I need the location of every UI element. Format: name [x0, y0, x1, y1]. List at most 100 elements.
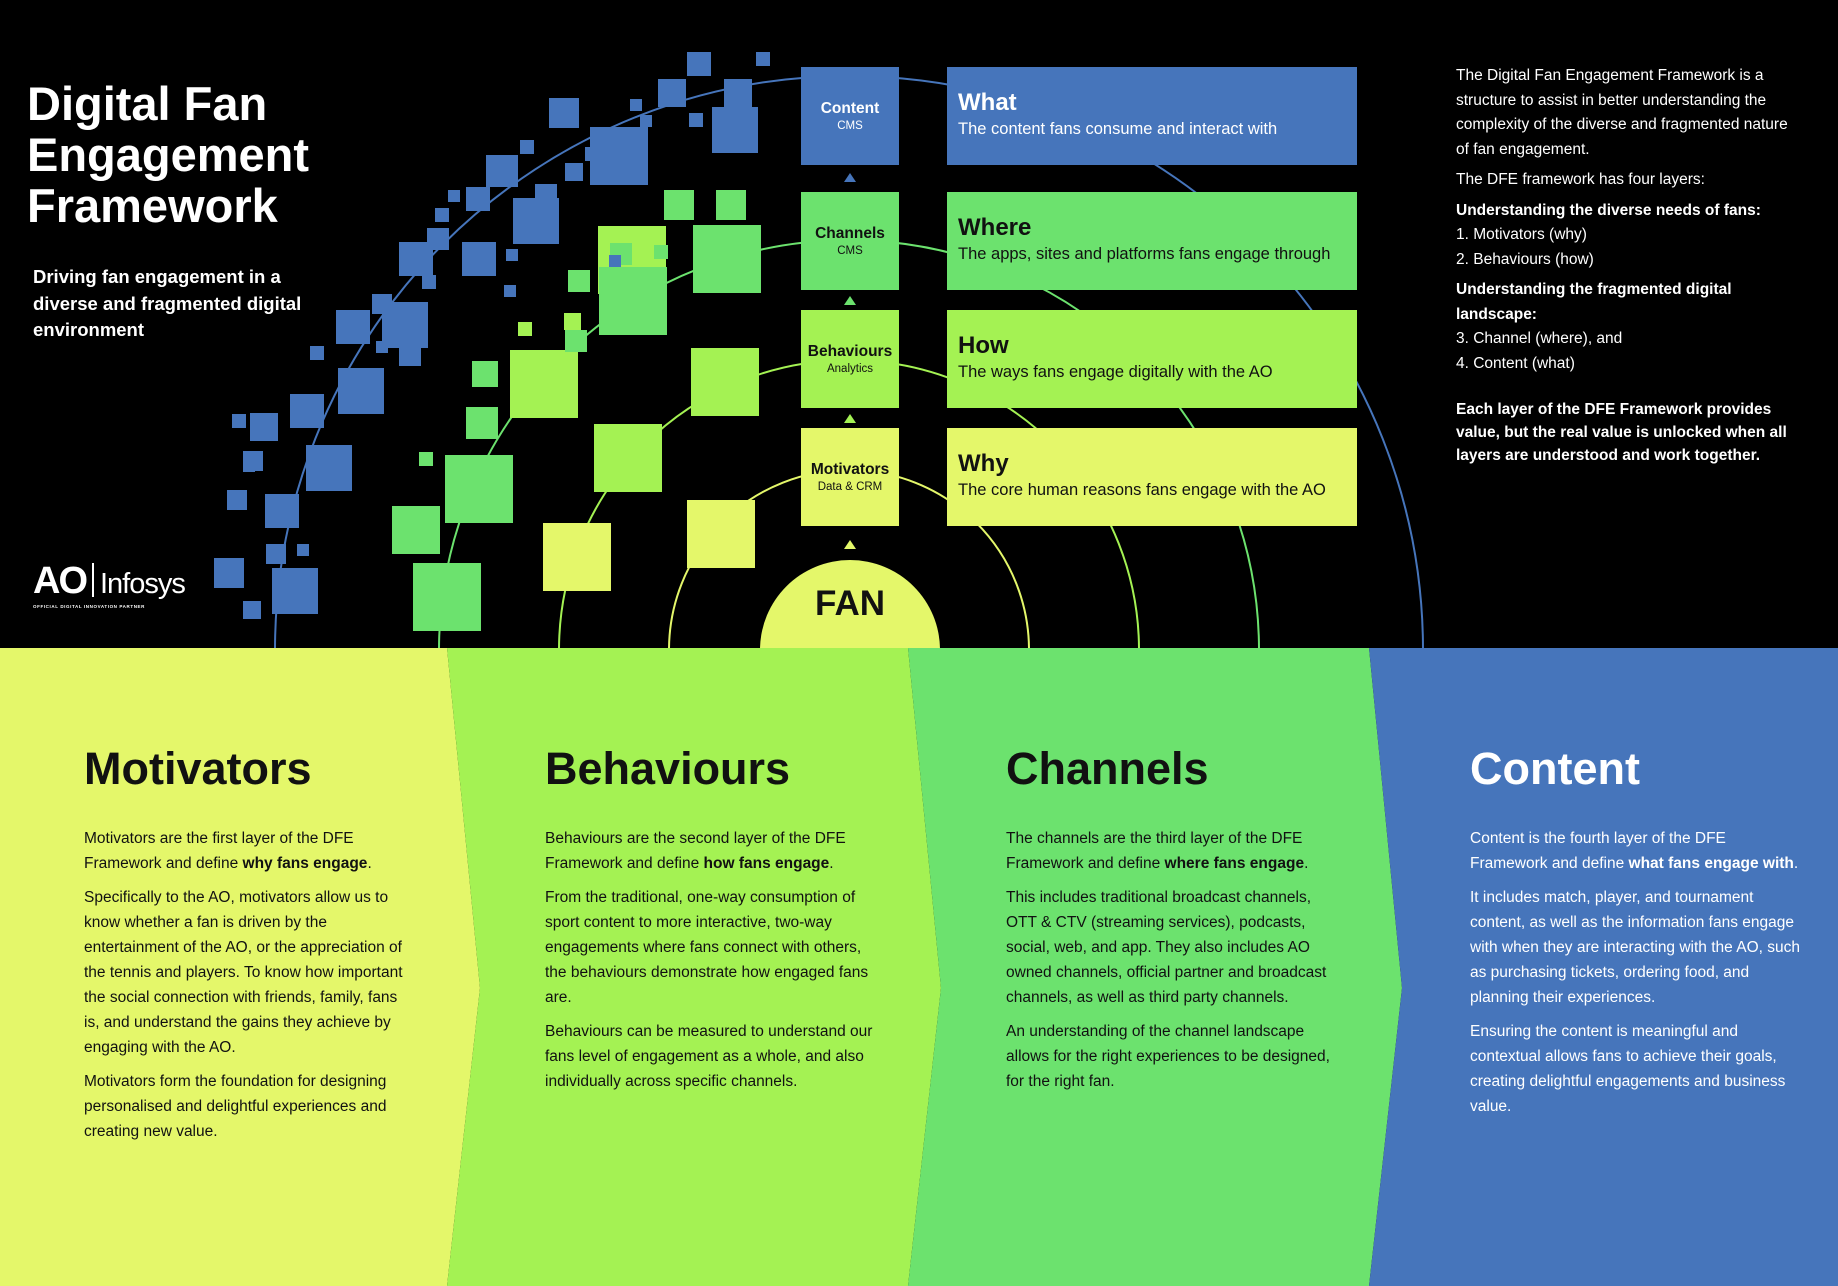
channels-square	[466, 407, 498, 439]
content-square	[320, 462, 334, 476]
intro-list-item: 2. Behaviours (how)	[1456, 250, 1594, 268]
content-square	[599, 140, 623, 164]
panel-text: .	[1793, 855, 1799, 872]
layer-name: Content	[820, 99, 880, 117]
content-square	[376, 341, 388, 353]
intro-paragraph: The DFE framework has four layers:	[1456, 171, 1705, 188]
behaviours-square	[564, 313, 581, 330]
channels-square	[565, 330, 587, 352]
layer-name: Motivators	[810, 460, 890, 478]
panel-paragraph: It includes match, player, and tournamen…	[1470, 889, 1800, 1006]
page-subtitle: Driving fan engagement in a diverse and …	[33, 266, 302, 340]
question-label: Why	[958, 450, 1009, 477]
question-description: The content fans consume and interact wi…	[958, 120, 1278, 138]
infosys-logo-text: Infosys	[100, 568, 186, 600]
content-square	[504, 285, 516, 297]
arrow-up-icon	[844, 540, 856, 549]
channels-square	[599, 267, 667, 335]
content-square	[266, 544, 286, 564]
content-square	[227, 490, 247, 510]
arc-and-squares-artwork	[214, 52, 1424, 648]
behaviours-square	[518, 322, 532, 336]
ao-logo-mark: AO	[33, 560, 88, 602]
intro-paragraph: The Digital Fan Engagement Framework is …	[1456, 67, 1788, 158]
behaviours-square	[510, 350, 578, 418]
content-square	[250, 413, 278, 441]
channels-panel-bg	[908, 648, 1402, 1286]
content-square	[640, 115, 652, 127]
question-description: The ways fans engage digitally with the …	[958, 363, 1273, 381]
panel-channels: Channels The channels are the third laye…	[1006, 648, 1346, 1286]
question-label: What	[958, 89, 1017, 116]
question-label: How	[958, 332, 1009, 359]
panel-paragraph: This includes traditional broadcast chan…	[1006, 889, 1327, 1006]
layer-box-motivators: Motivators Data & CRM	[801, 428, 899, 526]
behaviours-square	[594, 424, 662, 492]
panel-title: Channels	[1006, 743, 1209, 794]
question-box-what: What The content fans consume and intera…	[947, 67, 1357, 165]
question-description: The core human reasons fans engage with …	[958, 481, 1326, 499]
channels-square	[716, 190, 746, 220]
layer-box-behaviours: Behaviours Analytics	[801, 310, 899, 408]
channels-square	[568, 270, 590, 292]
panel-paragraph: Ensuring the content is meaningful and c…	[1470, 1023, 1786, 1115]
panel-text: Behaviours are the second layer of the D…	[545, 830, 846, 872]
panel-body: Behaviours are the second layer of the D…	[545, 826, 875, 1103]
layer-box-content: Content CMS	[801, 67, 899, 165]
content-square	[609, 255, 621, 267]
question-label: Where	[958, 214, 1032, 241]
motivators-square	[543, 523, 611, 591]
motivators-square	[687, 500, 755, 568]
content-square	[565, 163, 583, 181]
question-box-why: Why The core human reasons fans engage w…	[947, 428, 1357, 526]
logo-divider	[92, 563, 94, 597]
channels-square	[413, 563, 481, 631]
question-box-where: Where The apps, sites and platforms fans…	[947, 192, 1357, 290]
panel-body: Motivators are the first layer of the DF…	[84, 826, 414, 1153]
motivators-panel-bg	[0, 648, 480, 1286]
content-square	[338, 368, 384, 414]
panel-body: Content is the fourth layer of the DFE F…	[1470, 826, 1800, 1128]
panel-motivators: Motivators Motivators are the first laye…	[84, 648, 424, 1286]
panel-text: Content is the fourth layer of the DFE F…	[1470, 830, 1726, 872]
content-square	[689, 113, 703, 127]
partner-tagline: OFFICIAL DIGITAL INNOVATION PARTNER	[33, 604, 145, 609]
content-square	[422, 275, 436, 289]
fan-label: FAN	[815, 584, 885, 623]
panel-content: Content Content is the fourth layer of t…	[1470, 648, 1800, 1286]
intro-closing-statement: Each layer of the DFE Framework provides…	[1456, 401, 1787, 464]
channels-square	[419, 452, 433, 466]
chevron-panels-background	[0, 648, 1838, 1286]
content-panel-bg	[1369, 648, 1838, 1286]
arrow-up-icon	[844, 414, 856, 423]
channels-square	[445, 455, 513, 523]
content-square	[506, 249, 518, 261]
content-square	[658, 79, 686, 107]
content-square	[550, 110, 566, 126]
content-square	[546, 200, 556, 210]
panel-emphasis: where fans engage	[1164, 855, 1305, 872]
content-square	[243, 601, 261, 619]
content-square	[372, 294, 392, 314]
panel-title: Behaviours	[545, 743, 791, 794]
layer-name: Channels	[815, 224, 885, 242]
intro-text: The Digital Fan Engagement Framework is …	[1456, 64, 1804, 473]
content-square	[448, 190, 460, 202]
panel-emphasis: why fans engage	[242, 855, 368, 872]
panel-paragraph: An understanding of the channel landscap…	[1006, 1023, 1330, 1090]
question-box-how: How The ways fans engage digitally with …	[947, 310, 1357, 408]
intro-list-item: 3. Channel (where), and	[1456, 330, 1623, 347]
panel-emphasis: how fans engage	[703, 855, 830, 872]
content-square	[427, 228, 449, 250]
panel-title: Motivators	[84, 743, 312, 794]
content-square	[310, 346, 324, 360]
layer-name: Behaviours	[807, 342, 893, 360]
question-description: The apps, sites and platforms fans engag…	[958, 245, 1331, 263]
panel-text: .	[367, 855, 372, 872]
layer-system: CMS	[837, 119, 863, 132]
layer-details-section: Motivators Motivators are the first laye…	[0, 648, 1838, 1286]
content-square	[336, 310, 370, 344]
layer-box-channels: Channels CMS	[801, 192, 899, 290]
content-square	[435, 208, 449, 222]
panel-paragraph: From the traditional, one-way consumptio…	[545, 889, 869, 1006]
